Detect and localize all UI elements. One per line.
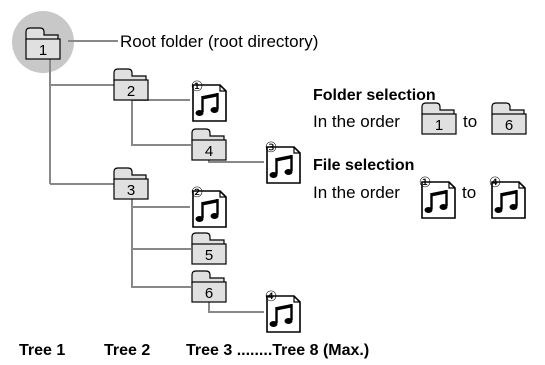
file-4-number: ④ — [265, 288, 278, 304]
folder-3-number: 3 — [127, 182, 135, 199]
root-folder-number: 1 — [39, 42, 47, 59]
tree-connectors — [49, 40, 264, 313]
legend-folder-1-number: 1 — [435, 117, 443, 134]
file-1-number: ① — [191, 78, 204, 94]
file-selection-prefix: In the order — [313, 183, 400, 202]
folder-4-number: 4 — [205, 143, 213, 160]
folder-selection-connector: to — [463, 112, 477, 131]
legend-folder-6-number: 6 — [505, 117, 513, 134]
file-selection-connector: to — [462, 183, 476, 202]
folder-selection-title: Folder selection — [313, 87, 436, 104]
legend-file-1-number: ① — [419, 174, 432, 190]
legend-file-4-number: ④ — [489, 174, 502, 190]
tree-label-2: Tree 2 — [104, 342, 150, 359]
folder-selection-prefix: In the order — [313, 112, 400, 131]
folder-6-number: 6 — [205, 285, 213, 302]
folder-5-number: 5 — [205, 247, 213, 264]
file-2-number: ② — [191, 184, 204, 200]
tree-label-3-to-8: Tree 3 ........Tree 8 (Max.) — [186, 342, 369, 359]
tree-label-1: Tree 1 — [19, 342, 65, 359]
folder-2-number: 2 — [127, 83, 135, 100]
file-selection-title: File selection — [313, 157, 414, 174]
root-folder-label: Root folder (root directory) — [120, 32, 318, 51]
file-3-number: ③ — [265, 139, 278, 155]
